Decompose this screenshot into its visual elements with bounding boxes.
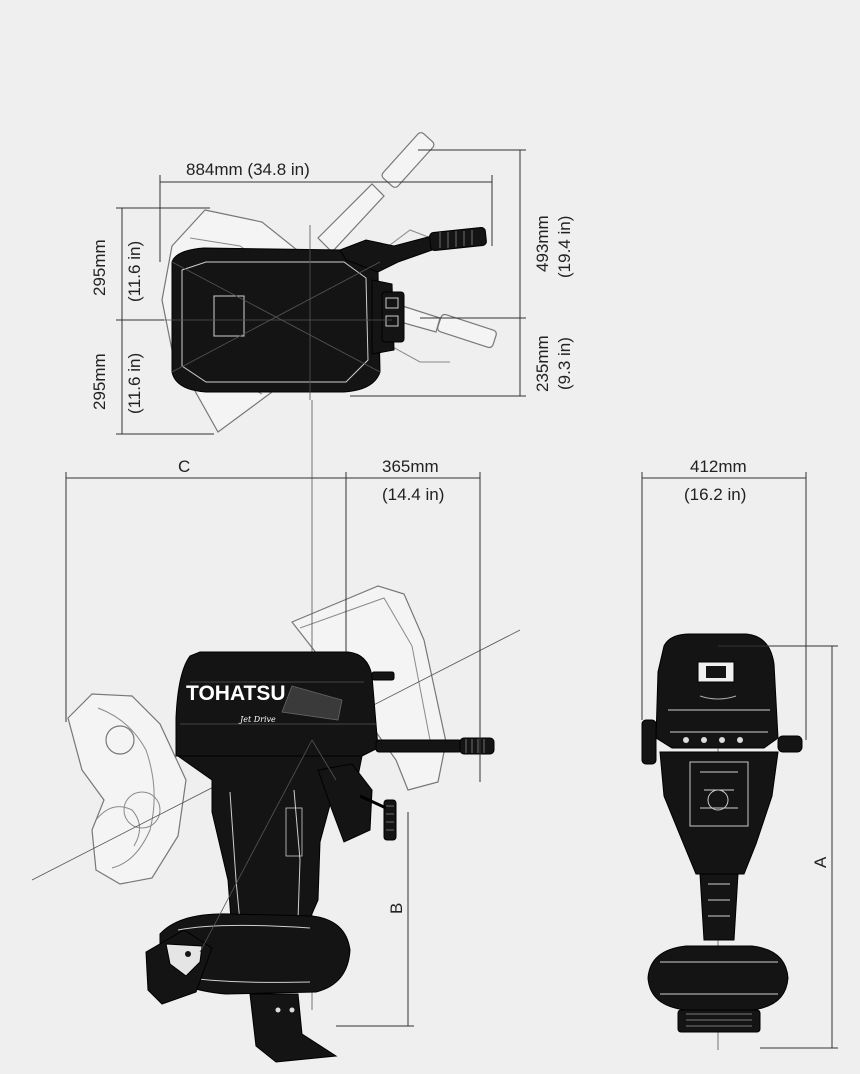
top-view-dimensions: 884mm (34.8 in) 295mm (11.6 in) 295mm (1… [90, 149, 574, 435]
top-right-lower-mm: 235mm [533, 335, 552, 392]
side-view-dimensions: C 365mm (14.4 in) B [65, 457, 481, 1027]
front-view-dimensions: 412mm (16.2 in) A [641, 457, 838, 1049]
brand-logo: TOHATSU [186, 682, 286, 705]
side-view: TOHATSU Jet Drive [31, 400, 521, 1063]
top-view [161, 132, 497, 433]
brand-sub-logo: Jet Drive [238, 715, 276, 724]
top-right-lower-in: (9.3 in) [555, 337, 574, 390]
top-right-upper-mm: 493mm [533, 215, 552, 272]
top-left-upper-in: (11.6 in) [125, 241, 144, 302]
top-left-upper-mm: 295mm [90, 239, 109, 296]
side-b-label: B [387, 903, 406, 914]
side-transom-in: (14.4 in) [382, 485, 444, 504]
top-left-lower-mm: 295mm [90, 353, 109, 410]
top-left-lower-in: (11.6 in) [125, 353, 144, 414]
front-width-in: (16.2 in) [684, 485, 746, 504]
top-width-label: 884mm (34.8 in) [186, 160, 310, 179]
side-transom-mm: 365mm [382, 457, 439, 476]
top-right-upper-in: (19.4 in) [555, 216, 574, 278]
front-width-mm: 412mm [690, 457, 747, 476]
front-a-label: A [811, 856, 830, 868]
front-view [641, 633, 803, 1050]
side-c-label: C [178, 457, 190, 476]
